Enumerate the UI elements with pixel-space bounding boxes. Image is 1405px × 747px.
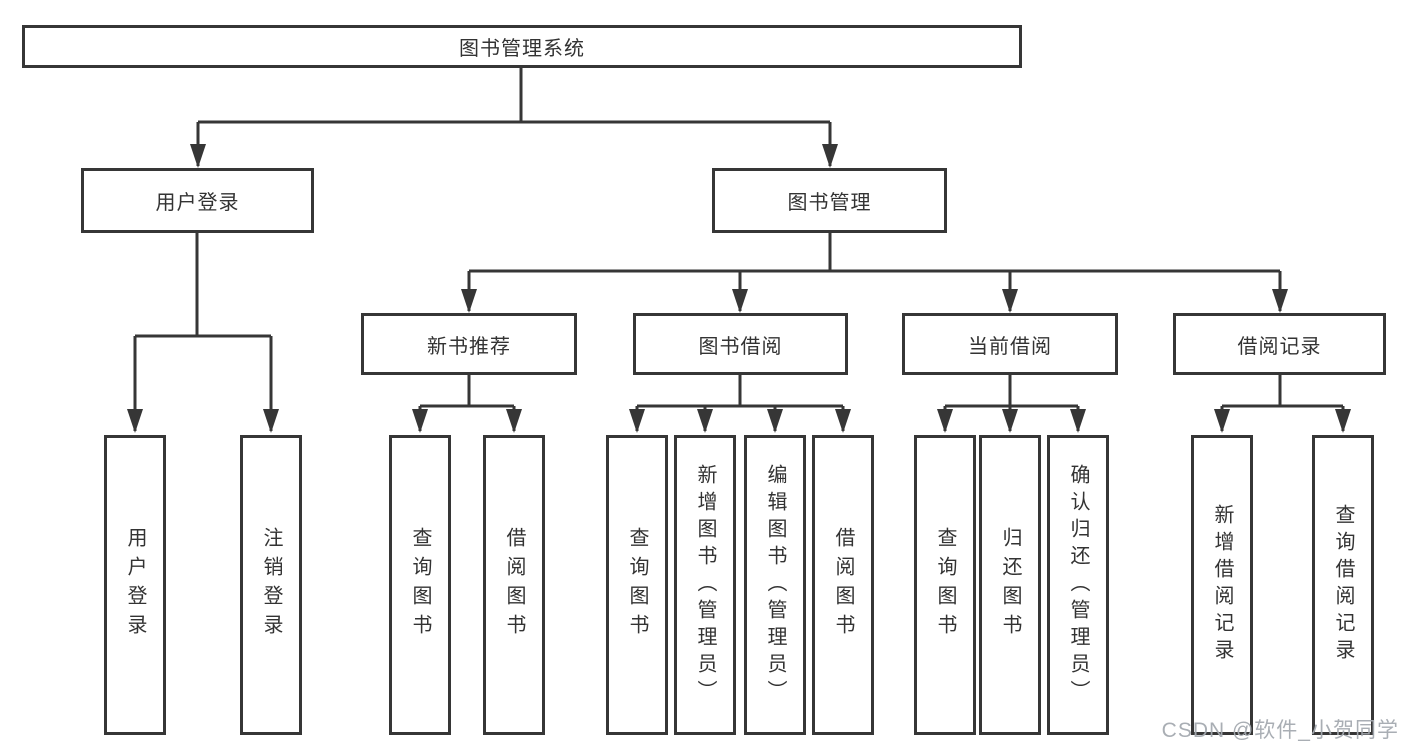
- leaf-label: 新增图书（管理员）: [694, 463, 716, 707]
- node-root-label: 图书管理系统: [459, 38, 585, 60]
- leaf-label: 查询图书: [934, 527, 956, 643]
- node-new-book-recommendation: 新书推荐: [361, 313, 577, 375]
- leaf-query-borrow-record: 查询借阅记录: [1312, 435, 1374, 735]
- leaf-user-login: 用户登录: [104, 435, 166, 735]
- node-user-login-label: 用户登录: [155, 192, 240, 214]
- leaf-query-books-recommend: 查询图书: [389, 435, 451, 735]
- node-new-book-label: 新书推荐: [427, 335, 511, 358]
- node-book-borrowing: 图书借阅: [633, 313, 848, 375]
- leaf-borrow-books: 借阅图书: [812, 435, 874, 735]
- leaf-label: 借阅图书: [832, 527, 854, 643]
- leaf-query-books-borrow: 查询图书: [606, 435, 668, 735]
- node-book-management: 图书管理: [712, 168, 947, 233]
- leaf-edit-books-admin: 编辑图书（管理员）: [744, 435, 806, 735]
- leaf-label: 编辑图书（管理员）: [764, 463, 786, 707]
- leaf-query-books-current: 查询图书: [914, 435, 976, 735]
- leaf-confirm-return-admin: 确认归还（管理员）: [1047, 435, 1109, 735]
- leaf-label: 新增借阅记录: [1211, 504, 1233, 666]
- leaf-label: 确认归还（管理员）: [1067, 463, 1089, 707]
- node-root-system: 图书管理系统: [22, 25, 1022, 68]
- leaf-add-books-admin: 新增图书（管理员）: [674, 435, 736, 735]
- node-current-borrowing-label: 当前借阅: [968, 335, 1052, 358]
- node-borrowing-records: 借阅记录: [1173, 313, 1386, 375]
- leaf-label: 查询图书: [409, 527, 431, 643]
- node-current-borrowing: 当前借阅: [902, 313, 1118, 375]
- leaf-label: 归还图书: [999, 527, 1021, 643]
- leaf-label: 查询图书: [626, 527, 648, 643]
- node-user-login: 用户登录: [81, 168, 314, 233]
- leaf-add-borrow-record: 新增借阅记录: [1191, 435, 1253, 735]
- node-book-management-label: 图书管理: [787, 192, 872, 214]
- node-borrowing-records-label: 借阅记录: [1237, 335, 1322, 358]
- leaf-label: 注销登录: [260, 527, 282, 643]
- node-book-borrowing-label: 图书借阅: [698, 335, 783, 358]
- leaf-label: 用户登录: [124, 527, 146, 643]
- leaf-return-books: 归还图书: [979, 435, 1041, 735]
- leaf-borrow-books-recommend: 借阅图书: [483, 435, 545, 735]
- leaf-label: 查询借阅记录: [1332, 504, 1354, 666]
- leaf-label: 借阅图书: [503, 527, 525, 643]
- leaf-logout: 注销登录: [240, 435, 302, 735]
